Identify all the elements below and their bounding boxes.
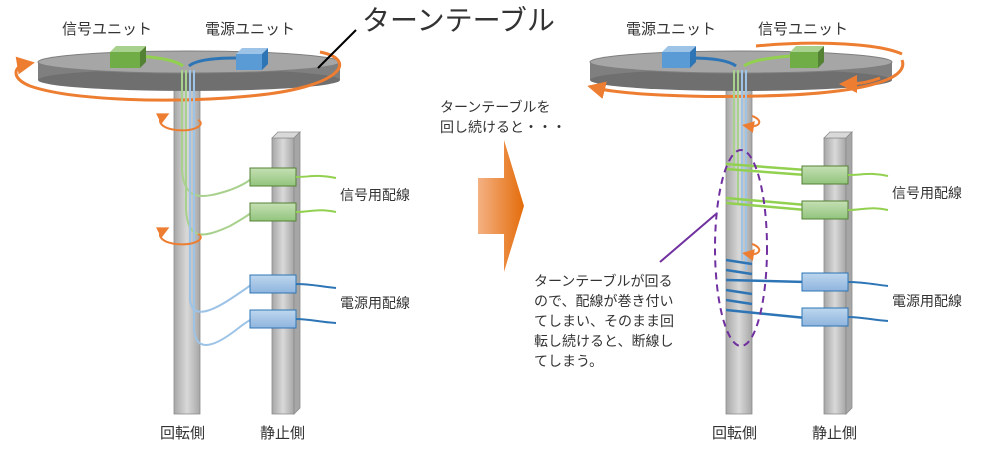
transition-arrow xyxy=(478,140,524,272)
winding-note-line-5: てしまう。 xyxy=(534,354,603,370)
left-power-wires xyxy=(189,70,253,346)
transition-caption-line-1: ターンテーブルを xyxy=(440,99,550,116)
left-signal-connector-2 xyxy=(249,202,297,222)
right-signal-connector-1 xyxy=(801,165,849,185)
left-signal-wires xyxy=(181,70,253,236)
winding-note-line-2: ので、配線が巻き付い xyxy=(534,294,673,310)
left-signal-connector-1 xyxy=(249,167,297,187)
right-pillar-rotation-arrow-2 xyxy=(742,243,761,261)
right-signal-out-2 xyxy=(847,207,889,211)
right-turntable-rotation-arrow-bottom xyxy=(587,59,905,99)
winding-callout-line xyxy=(659,213,717,263)
left-signal-unit-label: 信号ユニット xyxy=(62,20,152,38)
turntable-title: ターンテーブル xyxy=(362,4,555,37)
left-pillar-rotation-arrow-1 xyxy=(155,113,202,132)
left-power-connector-1 xyxy=(249,274,297,294)
left-signal-out-2 xyxy=(295,209,337,213)
right-power-connector-2 xyxy=(801,307,849,327)
right-wound-signal-wires xyxy=(725,162,807,212)
winding-note: ターンテーブルが回る ので、配線が巻き付い てしまい、そのまま回 転し続けると、… xyxy=(534,273,674,370)
winding-highlight-ellipse xyxy=(714,149,768,347)
left-power-connector-2 xyxy=(249,309,297,329)
right-signal-wires-down xyxy=(733,70,739,205)
left-turntable-rotation-arrow xyxy=(14,50,342,102)
right-signal-wiring-label: 信号用配線 xyxy=(892,186,962,202)
left-power-wiring-label: 電源用配線 xyxy=(340,296,410,312)
left-power-unit-label: 電源ユニット xyxy=(205,20,295,38)
right-turntable-rotation-arrow-top xyxy=(755,41,903,56)
left-signal-wiring-label: 信号用配線 xyxy=(340,188,410,204)
right-signal-unit-label: 信号ユニット xyxy=(758,20,848,38)
right-power-unit xyxy=(662,46,696,68)
right-diagram: 電源ユニット 信号ユニット 信号用配線 電源用配線 回転側 静止側 ターンテーブ… xyxy=(534,20,962,442)
left-power-unit xyxy=(236,48,268,70)
right-power-out-2 xyxy=(847,316,889,322)
right-signal-out-1 xyxy=(847,172,889,177)
left-rotating-side-label: 回転側 xyxy=(160,424,205,442)
right-signal-unit xyxy=(790,46,824,68)
right-signal-connector-2 xyxy=(801,200,849,220)
right-signal-top-wire xyxy=(743,54,791,68)
right-power-wiring-label: 電源用配線 xyxy=(892,294,962,310)
winding-note-line-1: ターンテーブルが回る xyxy=(534,273,672,290)
left-pillar-rotation-arrow-2 xyxy=(155,227,202,246)
title-callout-line xyxy=(317,29,357,69)
transition-caption-line-2: 回し続けると・・・ xyxy=(440,119,566,136)
right-static-side-label: 静止側 xyxy=(812,424,857,442)
right-rotating-side-label: 回転側 xyxy=(712,424,757,442)
left-static-side-label: 静止側 xyxy=(260,424,305,442)
right-power-connector-1 xyxy=(801,272,849,292)
winding-note-line-4: 転し続けると、断線し xyxy=(534,333,673,350)
left-diagram: 信号ユニット 電源ユニット 信号用配線 電源用配線 回転側 静止側 xyxy=(14,20,410,442)
left-power-out-2 xyxy=(295,318,337,324)
right-wound-power-wires xyxy=(725,258,807,320)
right-power-out-1 xyxy=(847,281,889,287)
left-power-out-1 xyxy=(295,283,337,289)
winding-note-line-3: てしまい、そのまま回 xyxy=(534,314,674,330)
left-power-top-wire xyxy=(188,56,237,68)
right-power-unit-label: 電源ユニット xyxy=(626,20,716,38)
left-signal-unit xyxy=(110,46,146,68)
left-signal-out-1 xyxy=(295,174,337,179)
right-pillar-rotation-arrow-1 xyxy=(742,115,761,133)
right-turntable-rotation-arrow-return xyxy=(839,74,881,93)
